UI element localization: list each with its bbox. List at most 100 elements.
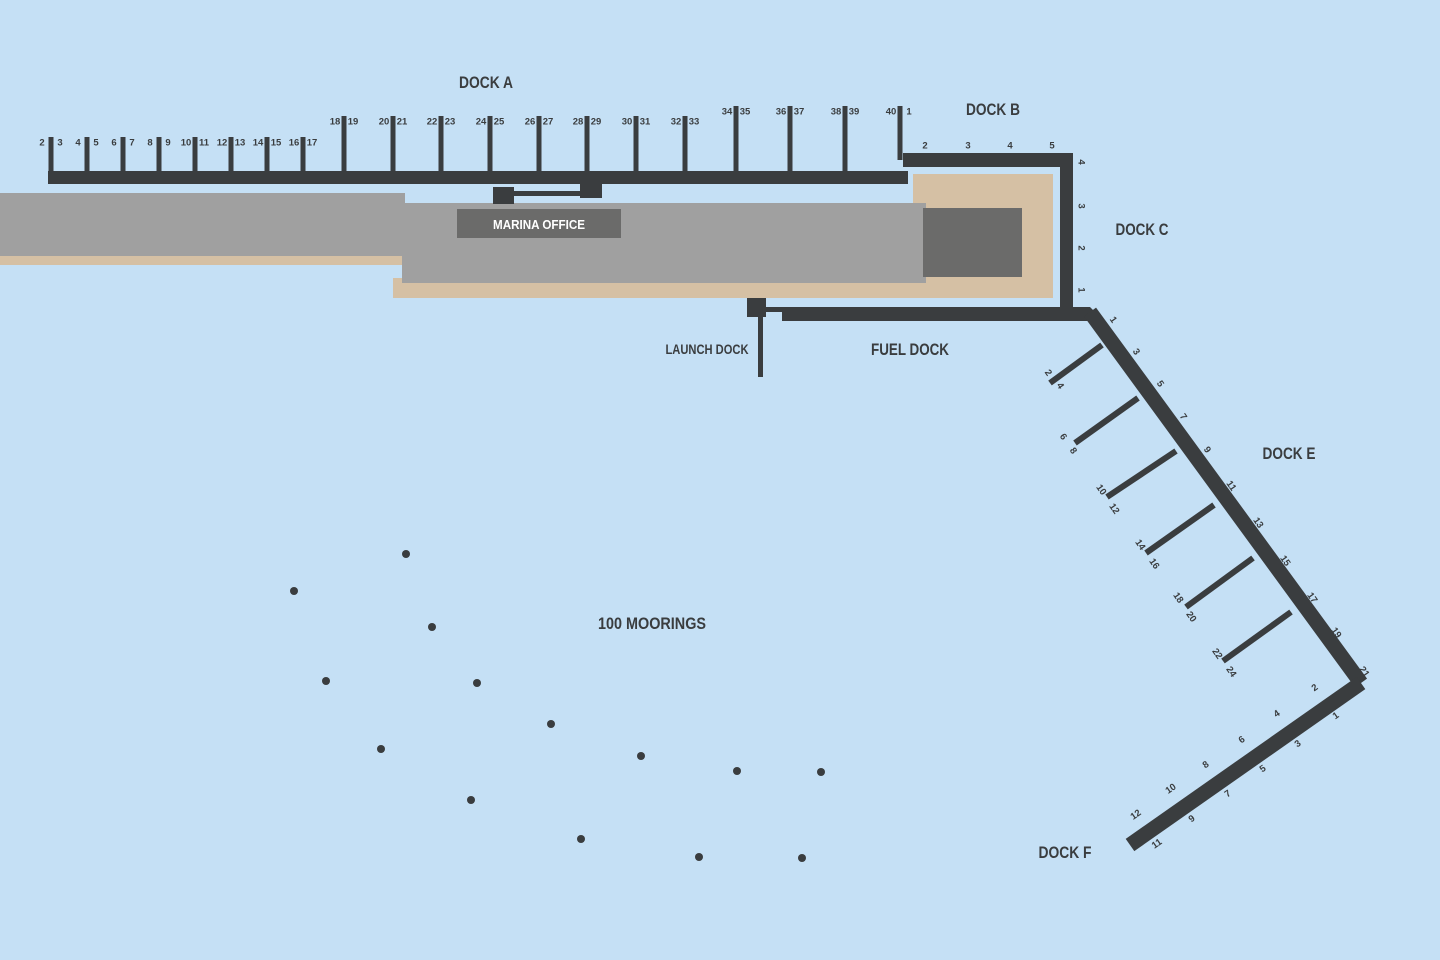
slip-number: 11 [199, 138, 210, 149]
slip-number: 10 [1164, 781, 1179, 796]
fuel-dock-label: FUEL DOCK [871, 340, 950, 359]
mooring-buoy[interactable] [467, 796, 475, 804]
dock-a-finger[interactable] [842, 106, 848, 171]
slip-number: 8 [1067, 446, 1079, 457]
dock-a-finger[interactable] [84, 137, 90, 171]
dock-e-walkway[interactable] [1083, 307, 1368, 688]
dock-b-walkway[interactable] [903, 153, 1073, 167]
slip-number: 2 [1042, 368, 1054, 379]
launch-dock-label: LAUNCH DOCK [666, 341, 749, 357]
slip-number: 37 [794, 107, 805, 118]
mooring-buoy[interactable] [547, 720, 555, 728]
slip-number: 19 [1328, 626, 1343, 641]
mooring-buoy[interactable] [817, 768, 825, 776]
mooring-buoy[interactable] [577, 835, 585, 843]
dock-a-finger[interactable] [341, 116, 347, 171]
marina-office-building[interactable] [457, 209, 621, 238]
slip-number: 2 [922, 141, 927, 152]
slip-number: 18 [1170, 591, 1185, 606]
dock-a-finger[interactable] [487, 116, 493, 171]
slip-number: 30 [622, 117, 633, 128]
dock-e-finger[interactable] [1048, 342, 1104, 386]
dock-a-finger[interactable] [897, 106, 903, 160]
slip-number: 4 [1075, 159, 1086, 165]
dock-a-finger[interactable] [733, 106, 739, 171]
dock-a-finger[interactable] [48, 137, 54, 171]
slip-number: 22 [1209, 647, 1224, 662]
slip-number: 3 [1130, 347, 1142, 358]
mooring-buoy[interactable] [402, 550, 410, 558]
dock-a-finger[interactable] [228, 137, 234, 171]
mooring-buoy[interactable] [695, 853, 703, 861]
office-gangway [514, 191, 580, 196]
parking-left [0, 193, 405, 256]
slip-number: 5 [1049, 141, 1055, 152]
dock-e-finger[interactable] [1221, 609, 1293, 664]
slip-number: 19 [348, 117, 359, 128]
mooring-buoy[interactable] [637, 752, 645, 760]
slip-number: 7 [129, 138, 134, 149]
mooring-buoy[interactable] [377, 745, 385, 753]
slip-number: 36 [776, 107, 787, 118]
dock-a-finger[interactable] [787, 106, 793, 171]
slip-number: 6 [1237, 734, 1248, 746]
slip-number: 26 [525, 117, 536, 128]
slip-number: 25 [494, 117, 505, 128]
dock-a-finger[interactable] [120, 137, 126, 171]
slip-number: 4 [75, 138, 81, 149]
slip-number: 1 [1075, 287, 1086, 293]
mooring-buoy[interactable] [428, 623, 436, 631]
fuel-dock[interactable] [782, 307, 1097, 321]
dock-fingers [48, 106, 1293, 664]
slip-number: 29 [591, 117, 602, 128]
office-gangway-box-2 [580, 183, 602, 198]
slip-number: 33 [689, 117, 700, 128]
slip-number: 9 [165, 138, 170, 149]
mooring-buoy[interactable] [733, 767, 741, 775]
mooring-buoy[interactable] [473, 679, 481, 687]
dock-a-finger[interactable] [438, 116, 444, 171]
mooring-buoy[interactable] [290, 587, 298, 595]
dock-a-finger[interactable] [390, 116, 396, 171]
slip-number: 39 [849, 107, 860, 118]
moorings-label: 100 MOORINGS [598, 614, 706, 633]
dock-e-finger[interactable] [1184, 555, 1255, 610]
slip-number: 10 [181, 138, 192, 149]
slip-number: 38 [831, 107, 842, 118]
dock-a-finger[interactable] [633, 116, 639, 171]
dock-a-finger[interactable] [300, 137, 306, 171]
launch-dock[interactable] [758, 317, 763, 377]
mooring-buoy[interactable] [322, 677, 330, 685]
slip-number: 35 [740, 107, 751, 118]
slip-number: 31 [640, 117, 651, 128]
dock-a-finger[interactable] [584, 116, 590, 171]
slip-number: 4 [1054, 381, 1066, 392]
dock-a-finger[interactable] [192, 137, 198, 171]
dock-a-finger[interactable] [264, 137, 270, 171]
dock-c-label: DOCK C [1116, 220, 1169, 239]
slip-number: 14 [253, 138, 264, 149]
slip-number: 20 [379, 117, 390, 128]
dock-b-label: DOCK B [966, 100, 1020, 119]
dock-f-walkway[interactable] [1125, 676, 1366, 852]
slip-number: 34 [722, 107, 733, 118]
slip-number: 22 [427, 117, 438, 128]
slip-number: 9 [1201, 445, 1213, 456]
slip-number: 9 [1187, 813, 1198, 825]
dock-a-finger[interactable] [536, 116, 542, 171]
slip-number: 27 [543, 117, 554, 128]
dock-c-walkway[interactable] [1060, 153, 1073, 321]
slip-number: 23 [445, 117, 456, 128]
dock-a-walkway[interactable] [48, 171, 908, 184]
dock-a-finger[interactable] [682, 116, 688, 171]
dock-e-finger[interactable] [1073, 395, 1140, 446]
slip-number: 2 [39, 138, 44, 149]
mooring-buoy[interactable] [798, 854, 806, 862]
dock-e-finger[interactable] [1105, 448, 1178, 500]
slip-number: 7 [1177, 412, 1189, 423]
dock-a-finger[interactable] [156, 137, 162, 171]
slip-number: 1 [1331, 710, 1342, 722]
slip-number: 3 [965, 141, 970, 152]
dock-e-finger[interactable] [1144, 502, 1216, 556]
dock-f-label: DOCK F [1039, 843, 1092, 862]
